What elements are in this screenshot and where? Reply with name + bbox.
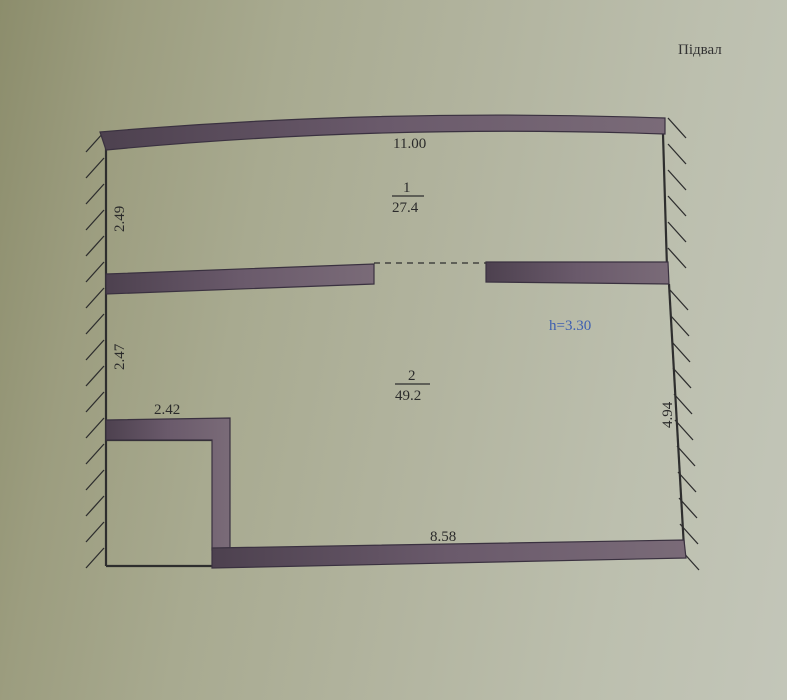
bottom-width-dimension: 8.58: [430, 529, 456, 545]
right-wall-upper: [661, 133, 669, 269]
thick-walls: [99, 114, 687, 569]
thin-walls: [104, 133, 686, 568]
left-middle-dimension: 2.47: [112, 343, 128, 370]
top-wall: [99, 114, 666, 151]
step-width-dimension: 2.42: [154, 402, 180, 418]
right-wall-lower: [667, 283, 686, 549]
partition-wall-left: [105, 263, 375, 295]
room-2-area: 49.2: [395, 388, 421, 404]
partition-wall-right: [485, 261, 670, 285]
top-width-dimension: 11.00: [393, 136, 426, 152]
right-ground-hatching: [667, 117, 700, 571]
room-2-number: 2: [408, 368, 416, 384]
room-1-area: 27.4: [392, 200, 419, 216]
bottom-wall: [211, 539, 687, 569]
room-1-number: 1: [403, 180, 411, 196]
right-lower-dimension: 4.94: [660, 401, 676, 428]
left-ground-hatching: [85, 131, 105, 569]
page-title: Підвал: [678, 42, 722, 58]
left-upper-dimension: 2.49: [112, 206, 128, 232]
ceiling-height-label: h=3.30: [549, 318, 591, 334]
recess-wall: [105, 417, 231, 551]
